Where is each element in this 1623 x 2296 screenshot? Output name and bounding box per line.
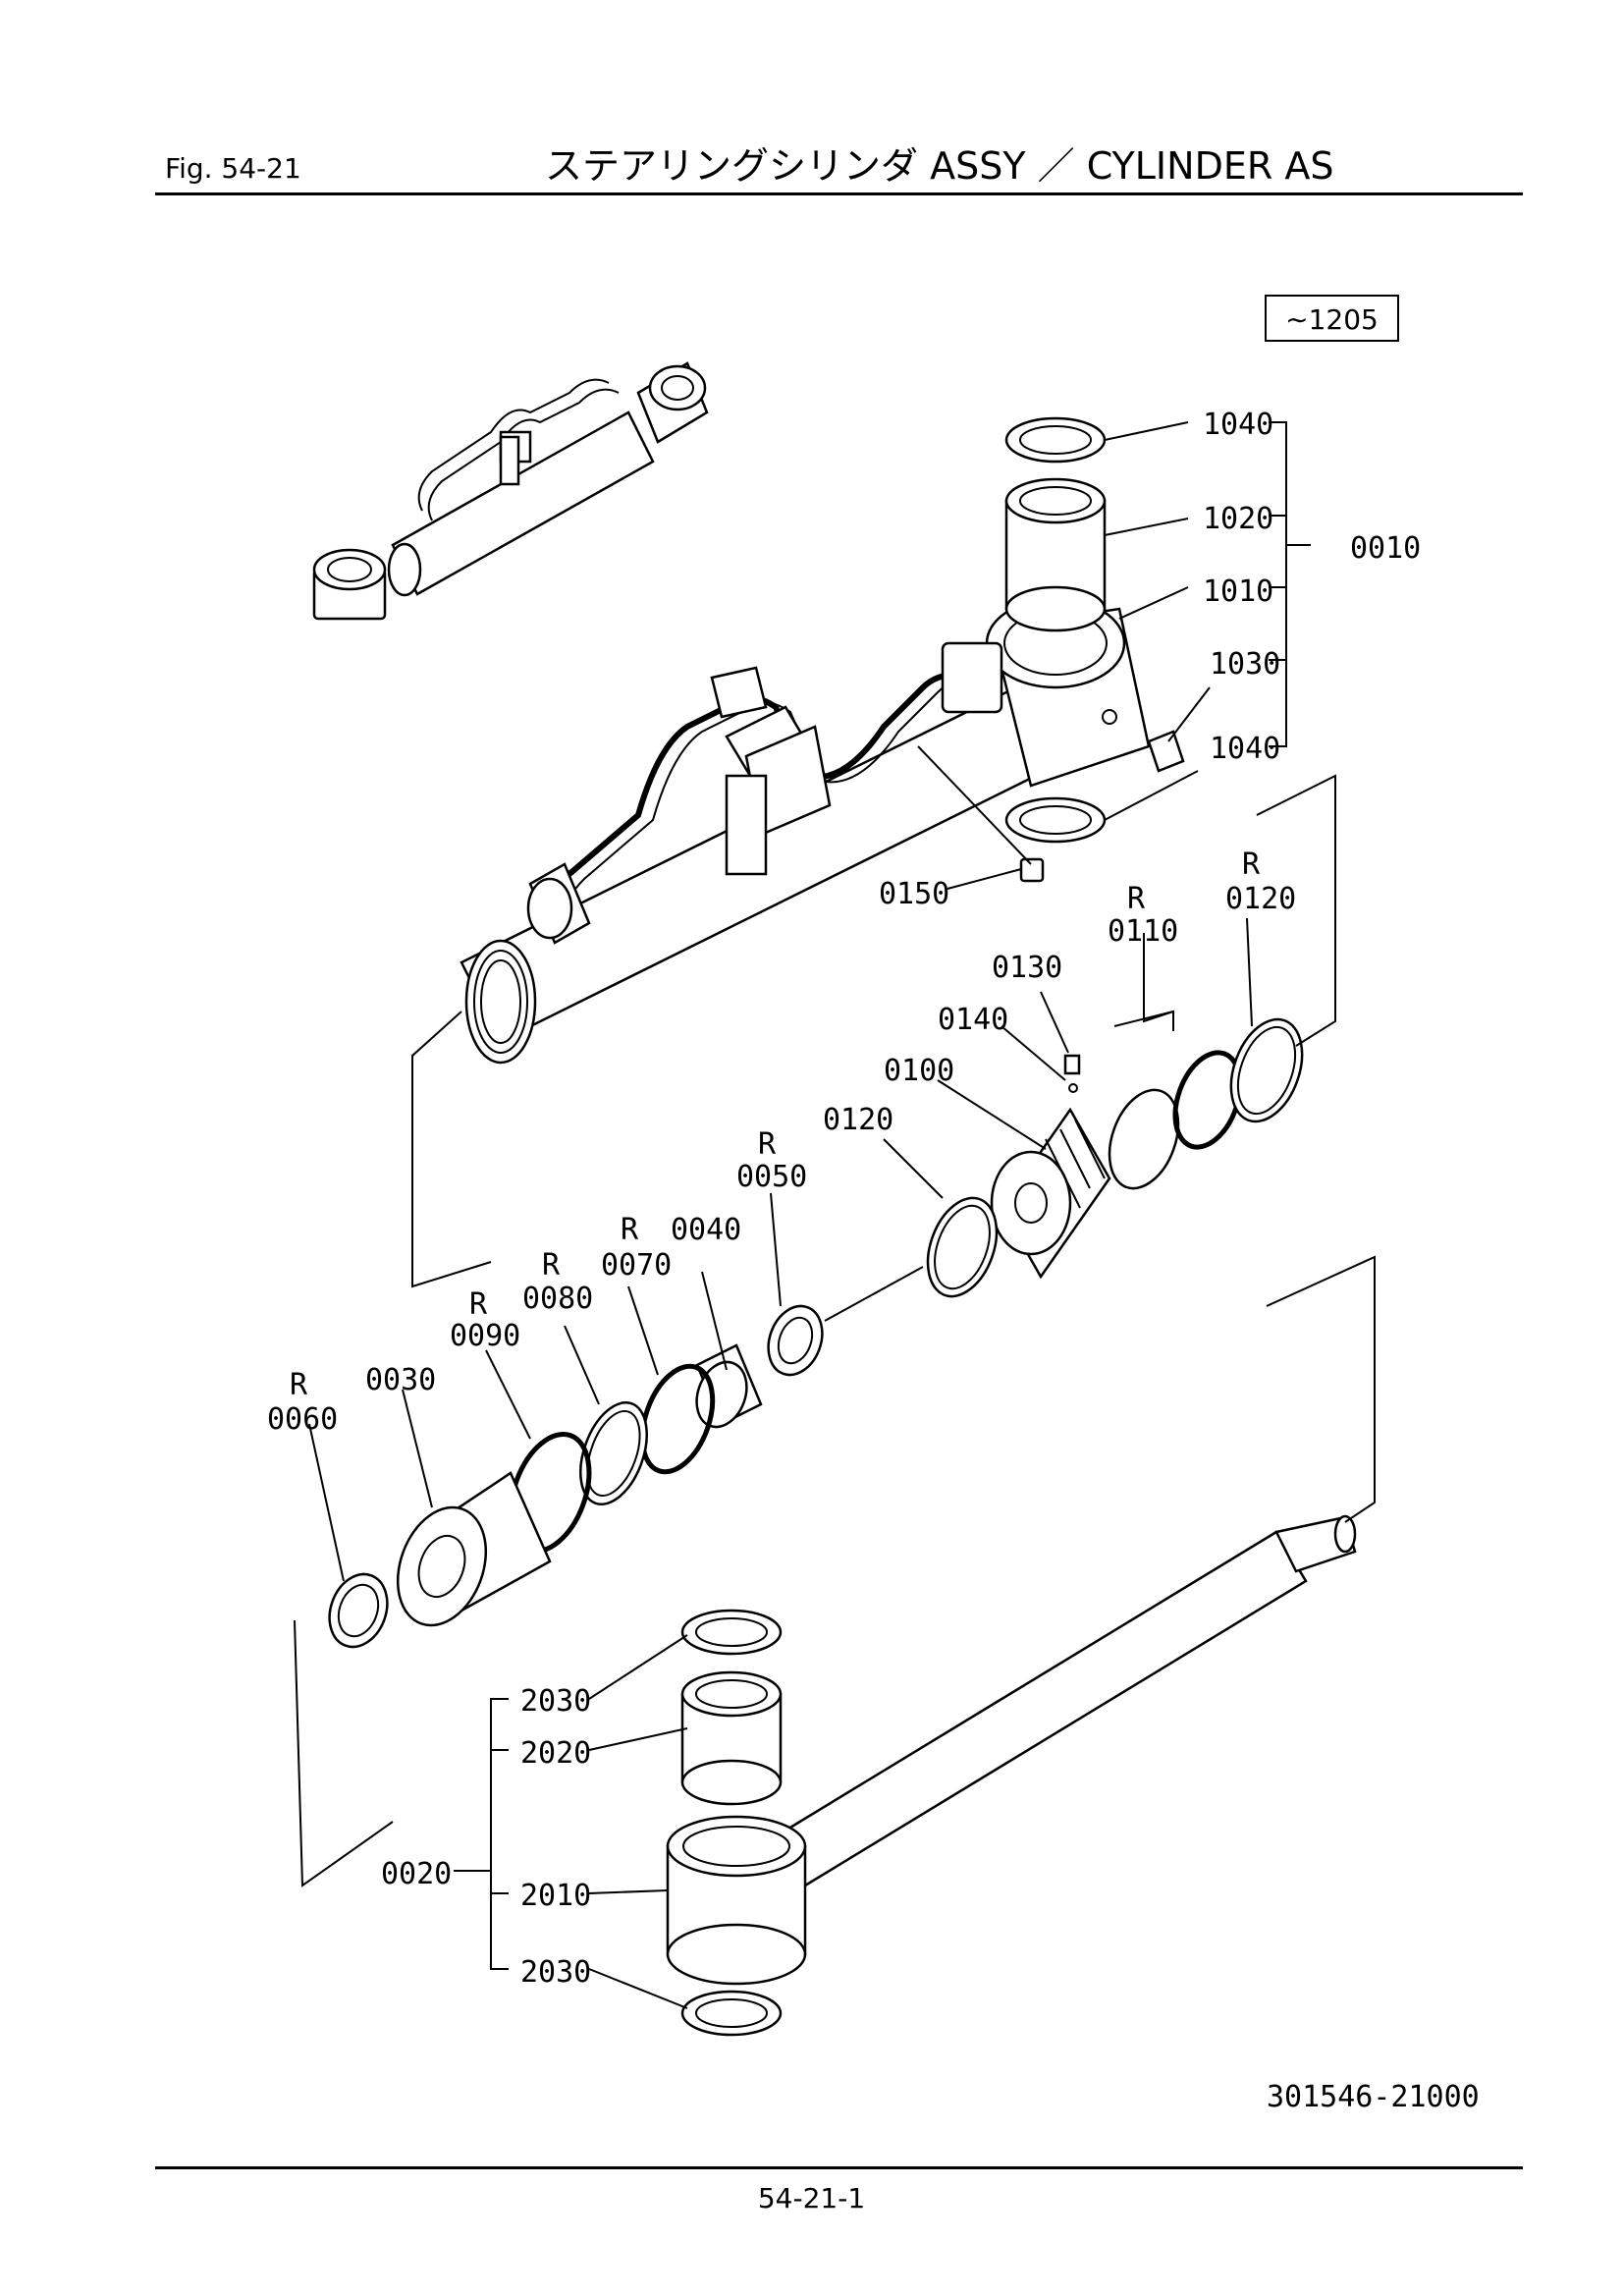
callout-0050: 0050 (736, 1160, 807, 1194)
callout-0060: 0060 (267, 1402, 338, 1437)
overview-cylinder-illustration (312, 361, 709, 621)
callout-2030-lower: 2030 (520, 1955, 591, 1990)
head-bushings (1004, 416, 1107, 844)
callout-1010: 1010 (1203, 574, 1273, 609)
callout-0010: 0010 (1350, 531, 1421, 566)
callout-0020: 0020 (381, 1857, 452, 1891)
callout-2010: 2010 (520, 1879, 591, 1913)
callout-0060-r: R (290, 1368, 308, 1402)
callout-0090-r: R (469, 1287, 488, 1322)
page-number: 54-21-1 (757, 2182, 866, 2214)
callout-1030: 1030 (1210, 647, 1280, 682)
callout-0070: 0070 (601, 1248, 672, 1283)
cylinder-tube-assembly (460, 597, 1185, 1065)
plug-part (1019, 857, 1045, 883)
callout-0070-r: R (621, 1213, 639, 1247)
callout-0040: 0040 (671, 1213, 741, 1247)
serial-range-box: ∼1205 (1265, 295, 1399, 342)
callout-0140: 0140 (938, 1003, 1008, 1037)
callout-0110: 0110 (1108, 914, 1178, 949)
callout-0090: 0090 (450, 1319, 520, 1353)
callout-2030-upper: 2030 (520, 1684, 591, 1719)
drawing-number: 301546-21000 (1267, 2080, 1480, 2114)
gland-and-seals (328, 1304, 824, 1649)
callout-0080: 0080 (522, 1282, 593, 1316)
callout-labels: 1040 1020 1010 1030 1040 0010 0150 R 012… (267, 408, 1421, 1990)
page-title: ステアリングシリンダ ASSY ／ CYLINDER AS (545, 144, 1334, 188)
callout-0100: 0100 (884, 1054, 954, 1088)
callout-0120-upper: 0120 (1225, 882, 1296, 916)
set-screw (1063, 1054, 1081, 1075)
figure-number: Fig. 54-21 (165, 152, 301, 185)
callout-0120-r: R (1242, 847, 1261, 882)
piston-assembly (926, 1017, 1304, 1298)
header-rule (155, 192, 1523, 195)
footer-rule (155, 2166, 1523, 2169)
callout-1040-upper: 1040 (1203, 408, 1273, 442)
callout-2020: 2020 (520, 1736, 591, 1771)
callout-0110-r: R (1127, 882, 1146, 916)
callout-1020: 1020 (1203, 502, 1273, 536)
rod-bushings (680, 1609, 783, 2037)
callout-1040-lower: 1040 (1210, 732, 1280, 766)
leader-lines (308, 421, 1311, 2009)
callout-0050-r: R (758, 1127, 777, 1162)
callout-0150: 0150 (879, 877, 949, 911)
callout-0080-r: R (542, 1248, 561, 1283)
callout-0030: 0030 (365, 1363, 436, 1397)
callout-0130: 0130 (992, 951, 1062, 985)
callout-0120-lower: 0120 (823, 1103, 893, 1137)
piston-rod (666, 1514, 1357, 1986)
assembly-guide-lines (294, 745, 1376, 1887)
